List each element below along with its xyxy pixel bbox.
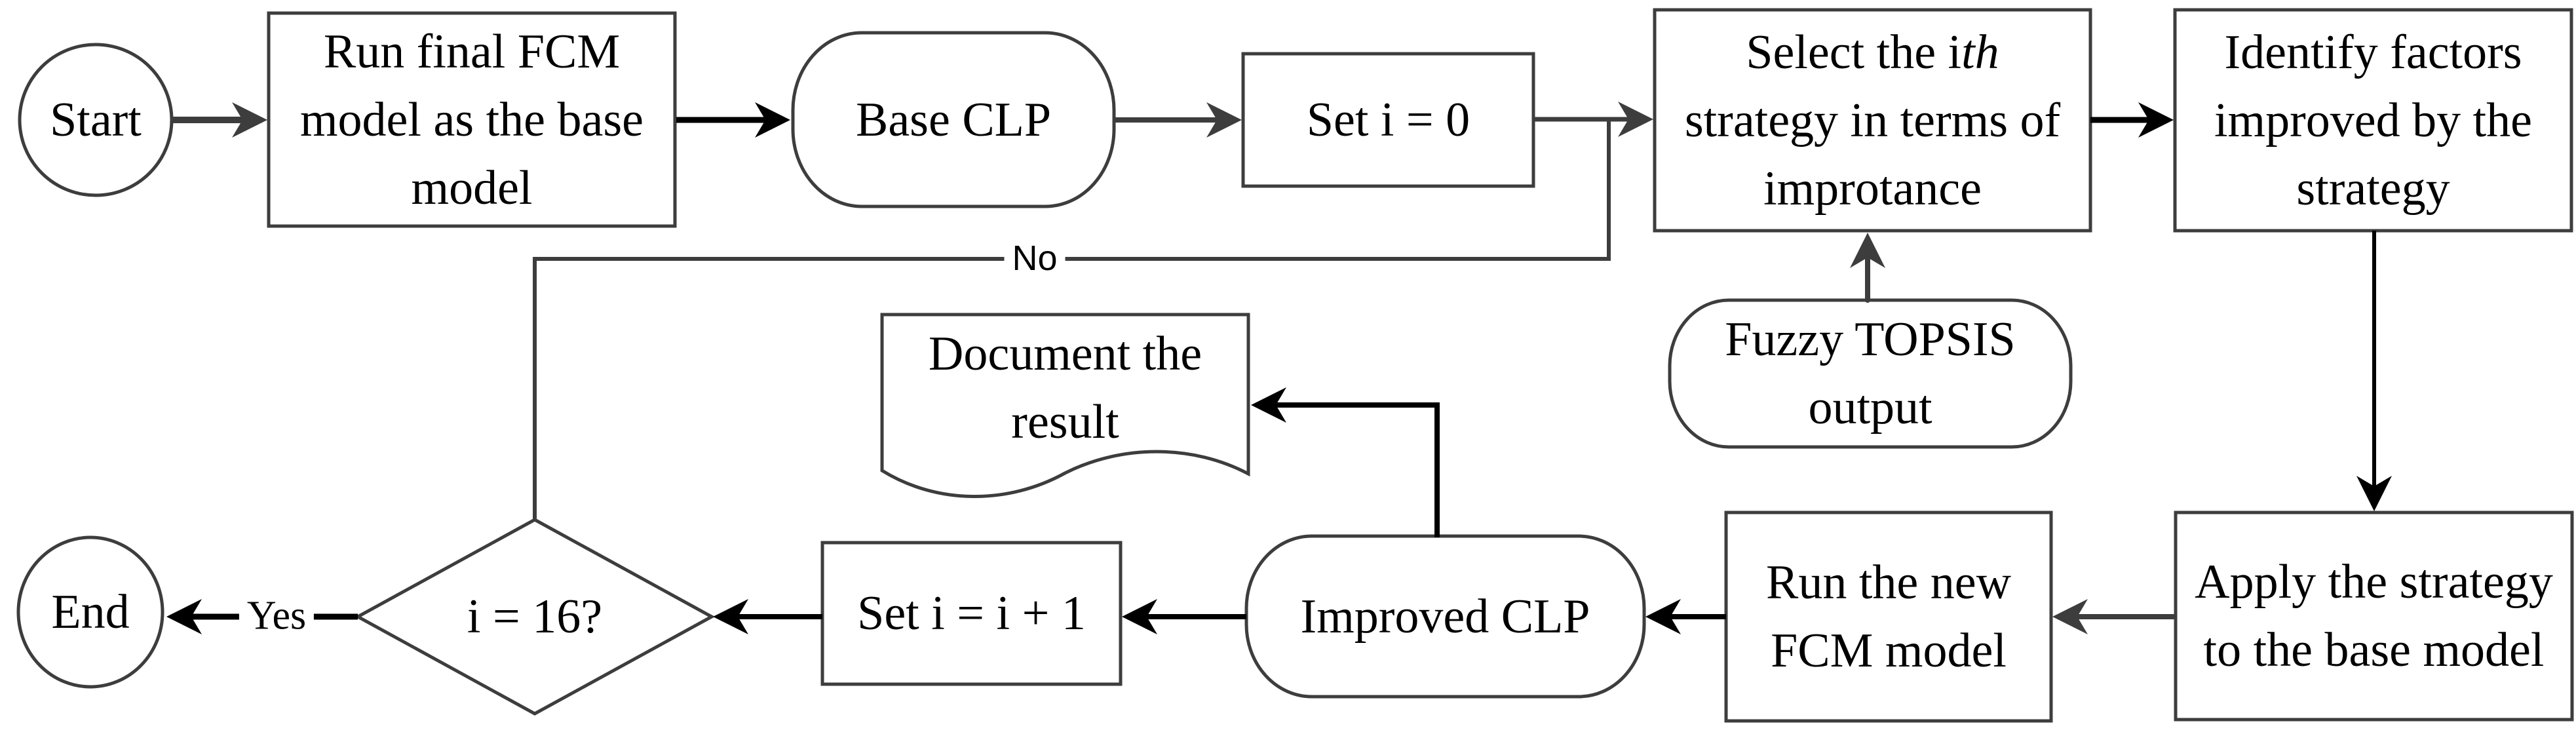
select-strategy-shape (1653, 8, 2092, 233)
fuzzy-topsis-shape (1668, 298, 2073, 449)
edge-start-to-run-final (172, 102, 267, 138)
identify-factors-shape (2173, 8, 2573, 233)
edge-improved-to-document (1251, 387, 1440, 537)
no-edge-label: No (1004, 238, 1066, 279)
edge-identify-to-apply (2356, 231, 2392, 511)
set-i-0-shape (1241, 52, 1535, 188)
edge-no-loop (533, 121, 1611, 520)
start-terminal-shape (18, 43, 174, 197)
edge-fuzzy-to-select (1850, 233, 1885, 303)
set-increment-shape (820, 541, 1123, 686)
edge-base-clp-to-set-i-0 (1114, 102, 1242, 138)
apply-strategy-shape (2174, 511, 2574, 722)
yes-edge-label: Yes (239, 592, 315, 640)
edge-select-to-identify (2090, 102, 2174, 138)
edge-set-increment-to-decision (713, 599, 822, 634)
document-result-shape (880, 313, 1250, 498)
edge-run-new-to-improved (1645, 599, 1726, 634)
edge-improved-to-set-increment (1122, 599, 1246, 634)
edge-set-i-0-to-select (1533, 102, 1653, 137)
improved-clp-shape (1244, 534, 1646, 699)
decision-diamond-shape (354, 518, 716, 716)
run-final-fcm-shape (267, 11, 677, 228)
edge-run-final-to-base-clp (676, 102, 790, 138)
run-new-fcm-shape (1724, 511, 2053, 723)
end-terminal-shape (16, 535, 164, 689)
edge-apply-to-run-new (2052, 599, 2176, 634)
base-clp-shape (791, 31, 1116, 208)
